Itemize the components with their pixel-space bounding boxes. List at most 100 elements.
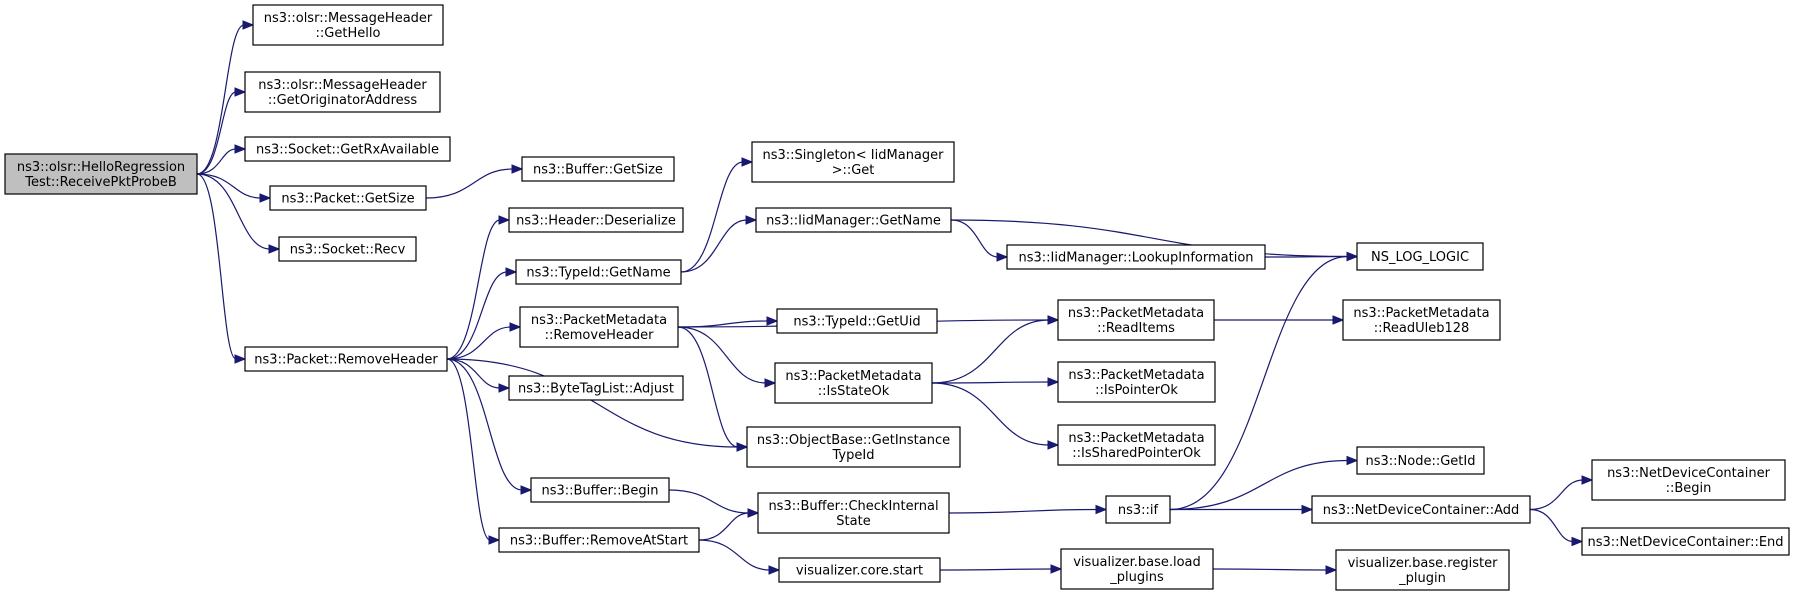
node-singleton[interactable]: ns3::Singleton< IidManager>::Get: [751, 141, 955, 183]
node-vizstart[interactable]: visualizer.core.start: [778, 557, 941, 583]
node-getorig[interactable]: ns3::olsr::MessageHeader::GetOriginatorA…: [244, 71, 441, 113]
node-ispointerok[interactable]: ns3::PacketMetadata::IsPointerOk: [1057, 361, 1216, 403]
node-label: State: [836, 514, 870, 529]
node-label: ns3::TypeId::GetUid: [793, 315, 920, 330]
edge-arrowhead: [747, 508, 760, 518]
node-label: _plugins: [1109, 570, 1164, 585]
node-removeheader[interactable]: ns3::Packet::RemoveHeader: [244, 346, 448, 372]
edge-arrowhead: [1301, 504, 1314, 515]
node-gethello[interactable]: ns3::olsr::MessageHeader::GetHello: [252, 4, 444, 46]
node-box: [1057, 424, 1216, 466]
node-typeidname[interactable]: ns3::TypeId::GetName: [515, 259, 682, 285]
edge-arrowhead: [736, 442, 749, 452]
node-label: ns3::Buffer::Begin: [541, 484, 658, 499]
node-nslog[interactable]: NS_LOG_LOGIC: [1356, 242, 1484, 271]
node-label: ns3::IidManager::GetName: [766, 214, 941, 229]
edge-arrowhead: [268, 244, 281, 254]
edge-arrowhead: [741, 157, 754, 167]
node-label: ns3::Socket::Recv: [290, 243, 406, 258]
node-issharedok[interactable]: ns3::PacketMetadata::IsSharedPointerOk: [1057, 424, 1216, 466]
edge-ndcadd-to-ndcend: [1529, 508, 1574, 543]
node-label: ns3::Header::Deserialize: [516, 214, 676, 229]
node-label: ns3::Socket::GetRxAvailable: [256, 143, 439, 158]
edge-arrowhead: [242, 20, 255, 30]
node-box: [508, 375, 684, 401]
node-readuleb[interactable]: ns3::PacketMetadata::ReadUleb128: [1342, 299, 1501, 341]
node-bufsize[interactable]: ns3::Buffer::GetSize: [521, 156, 675, 182]
edge-arrowhead: [234, 354, 247, 364]
node-box: [1342, 299, 1501, 341]
node-nodegetid[interactable]: ns3::Node::GetId: [1356, 446, 1485, 475]
edge-arrowhead: [1325, 565, 1338, 575]
node-label: ::GetHello: [316, 26, 381, 41]
node-getrx[interactable]: ns3::Socket::GetRxAvailable: [244, 136, 451, 162]
node-deserialize[interactable]: ns3::Header::Deserialize: [508, 207, 684, 233]
node-box: [244, 71, 441, 113]
node-box: [746, 426, 961, 468]
node-label: ns3::Buffer::RemoveAtStart: [510, 534, 688, 549]
node-box: [776, 308, 938, 334]
edge-arrowhead: [1095, 504, 1108, 515]
node-removeatstart[interactable]: ns3::Buffer::RemoveAtStart: [498, 527, 700, 553]
edge-receive-to-recv: [196, 173, 271, 250]
edge-pmremove-to-isstateok: [677, 326, 767, 384]
node-label: ns3::if: [1118, 503, 1159, 518]
node-vizreg[interactable]: visualizer.base.register_plugin: [1335, 549, 1510, 591]
node-box: [1591, 459, 1786, 501]
node-label: NS_LOG_LOGIC: [1371, 250, 1469, 265]
node-isstateok[interactable]: ns3::PacketMetadata::IsStateOk: [774, 362, 933, 404]
node-vizload[interactable]: visualizer.base.load_plugins: [1060, 548, 1214, 590]
edge-iidname-to-nslog: [950, 219, 1349, 258]
node-box: [751, 141, 955, 183]
edge-removeheader-to-deserialize: [446, 219, 501, 360]
node-box: [1006, 244, 1266, 270]
node-lookup[interactable]: ns3::IidManager::LookupInformation: [1006, 244, 1266, 270]
node-label: TypeId: [832, 448, 875, 463]
node-label: ns3::NetDeviceContainer::End: [1587, 535, 1783, 550]
node-label: ns3::PacketMetadata: [1068, 431, 1204, 446]
node-box: [4, 153, 198, 195]
node-box: [1356, 446, 1485, 475]
node-box: [244, 346, 448, 372]
edge-arrowhead: [505, 267, 518, 277]
node-bufbegin[interactable]: ns3::Buffer::Begin: [530, 477, 670, 503]
node-label: ns3::PacketMetadata: [531, 313, 667, 328]
node-label: ns3::olsr::HelloRegression: [17, 160, 185, 175]
node-box: [252, 4, 444, 46]
node-iidname[interactable]: ns3::IidManager::GetName: [755, 207, 952, 233]
node-ndcadd[interactable]: ns3::NetDeviceContainer::Add: [1311, 495, 1531, 524]
node-adjust[interactable]: ns3::ByteTagList::Adjust: [508, 375, 684, 401]
edge-arrowhead: [488, 535, 501, 545]
edge-typeidname-to-singleton: [680, 161, 744, 273]
node-label: ns3::PacketMetadata: [1353, 306, 1489, 321]
node-label: ns3::Buffer::GetSize: [533, 163, 663, 178]
nodes-layer: ns3::olsr::HelloRegressionTest::ReceiveP…: [4, 4, 1790, 591]
edge-arrowhead: [1581, 475, 1594, 485]
node-getuid[interactable]: ns3::TypeId::GetUid: [776, 308, 938, 334]
node-ndcbegin[interactable]: ns3::NetDeviceContainer::Begin: [1591, 459, 1786, 501]
edge-arrowhead: [996, 252, 1009, 262]
node-ndcend[interactable]: ns3::NetDeviceContainer::End: [1581, 527, 1790, 556]
edge-arrowhead: [1332, 315, 1345, 325]
edge-isstateok-to-ispointerok: [931, 381, 1050, 384]
node-box: [1105, 495, 1171, 524]
node-label: ns3::Packet::GetSize: [281, 192, 414, 207]
node-recv[interactable]: ns3::Socket::Recv: [278, 236, 417, 262]
node-box: [778, 557, 941, 583]
node-box: [278, 236, 417, 262]
node-pmremove[interactable]: ns3::PacketMetadata::RemoveHeader: [519, 306, 679, 348]
node-receive: ns3::olsr::HelloRegressionTest::ReceiveP…: [4, 153, 198, 195]
edge-arrowhead: [1047, 377, 1060, 387]
edge-arrowhead: [520, 485, 533, 495]
node-readitems[interactable]: ns3::PacketMetadata::ReadItems: [1057, 299, 1215, 341]
node-label: ns3::PacketMetadata: [1068, 306, 1204, 321]
edge-removeheader-to-removeatstart: [446, 358, 491, 541]
node-label: ::ReadUleb128: [1374, 321, 1470, 336]
edge-receive-to-pktsize: [196, 173, 262, 199]
node-label: ::Begin: [1666, 481, 1712, 496]
node-pktsize[interactable]: ns3::Packet::GetSize: [269, 185, 427, 211]
node-nsif[interactable]: ns3::if: [1105, 495, 1171, 524]
node-label: visualizer.base.register: [1348, 556, 1499, 571]
